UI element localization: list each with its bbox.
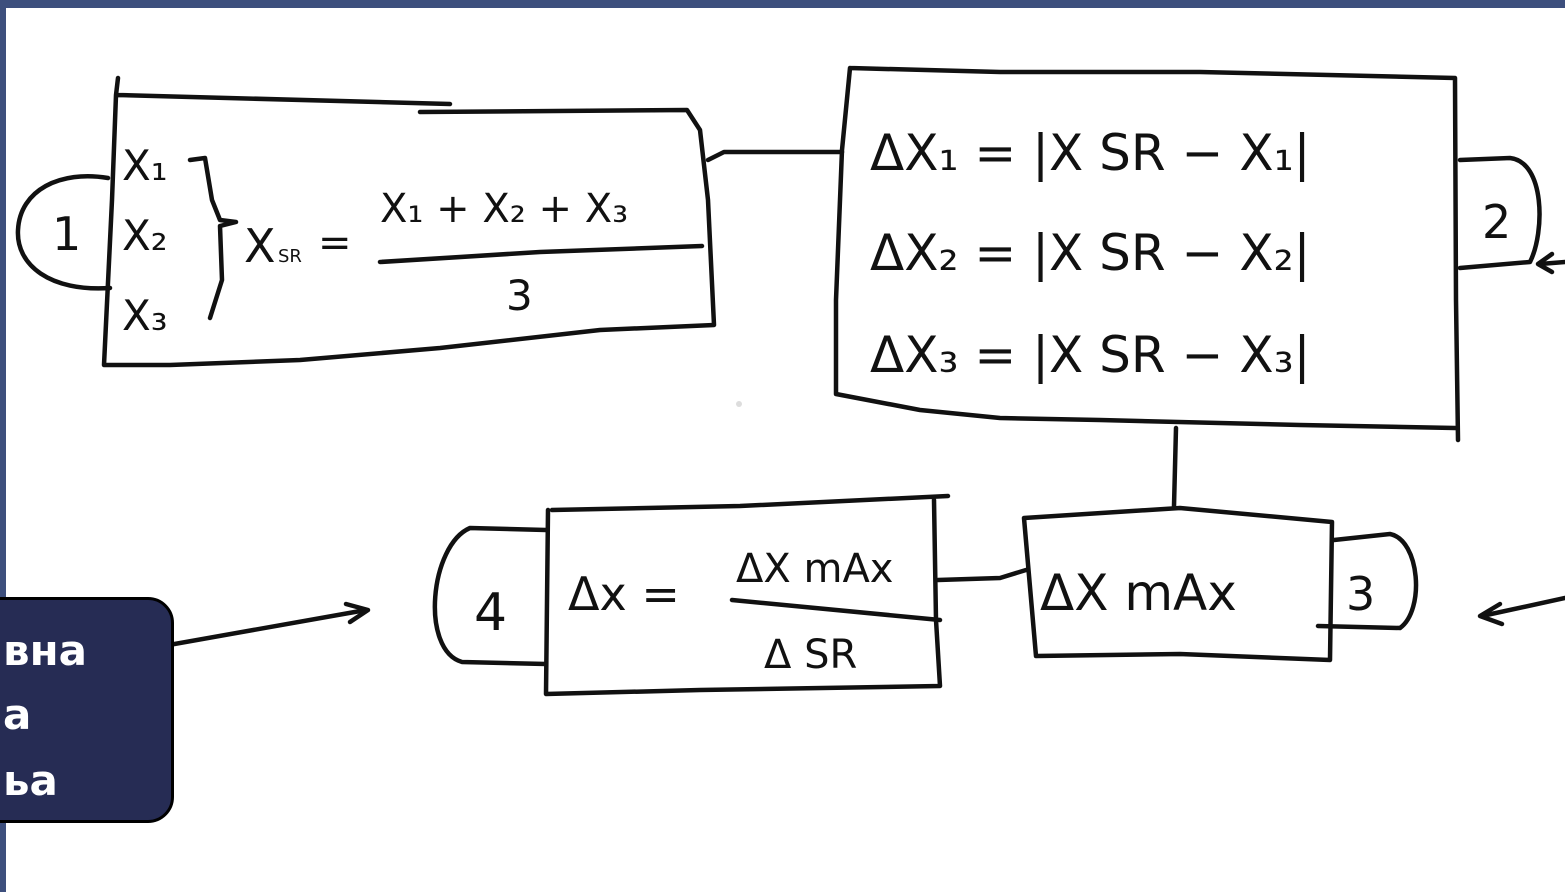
- step1-box: 1 X₁ X₂ X₃ X SR = X₁ + X₂ + X₃ 3: [15, 75, 717, 368]
- pointer-arrow-right-bottom: [1477, 595, 1565, 627]
- step2-line-1: ΔX₁ = |X SR − X₁|: [870, 124, 1310, 182]
- callout-line-1: вна: [3, 626, 87, 675]
- step1-equals: =: [318, 220, 352, 266]
- step1-input-2: X₂: [122, 211, 168, 260]
- step2-line-3: ΔX₃ = |X SR − X₃|: [870, 326, 1310, 384]
- callout-line-3: ьа: [3, 756, 58, 805]
- step2-number: 2: [1482, 195, 1511, 249]
- connector-3-4: [935, 567, 1029, 583]
- step1-denominator: 3: [506, 271, 533, 320]
- connector-2-3: [1171, 425, 1179, 509]
- step1-lhs: X: [244, 219, 276, 273]
- callout-line-2: а: [3, 690, 32, 739]
- step3-number: 3: [1346, 567, 1375, 621]
- step4-lhs: Δx =: [568, 567, 680, 621]
- step3-box: 3 ΔX mAx: [1021, 505, 1419, 663]
- step1-input-3: X₃: [122, 291, 168, 340]
- connector-1-2: [705, 149, 845, 163]
- step1-input-1: X₁: [122, 141, 168, 190]
- step4-number: 4: [474, 583, 507, 643]
- step4-numerator: ΔX mAx: [736, 546, 893, 592]
- input-bracket: [187, 155, 239, 321]
- step4-denominator: Δ SR: [764, 632, 857, 678]
- step1-lhs-sub: SR: [278, 246, 302, 267]
- callout-box: вна а ьа: [0, 597, 174, 823]
- pointer-arrow-right-top: [1535, 251, 1565, 275]
- left-border: [0, 0, 6, 892]
- step4-box: 4 Δx = ΔX mAx Δ SR: [432, 493, 951, 697]
- step2-line-2: ΔX₂ = |X SR − X₂|: [870, 224, 1310, 282]
- step1-numerator: X₁ + X₂ + X₃: [380, 186, 628, 232]
- stray-dot: [736, 401, 742, 407]
- step4-fraction-bar: [729, 597, 943, 623]
- top-border: [0, 0, 1565, 8]
- step2-box: 2 ΔX₁ = |X SR − X₁| ΔX₂ = |X SR − X₂| ΔX…: [833, 65, 1542, 443]
- step1-fraction-bar: [377, 243, 705, 265]
- step3-label: ΔX mAx: [1040, 564, 1237, 622]
- step1-number: 1: [52, 207, 81, 261]
